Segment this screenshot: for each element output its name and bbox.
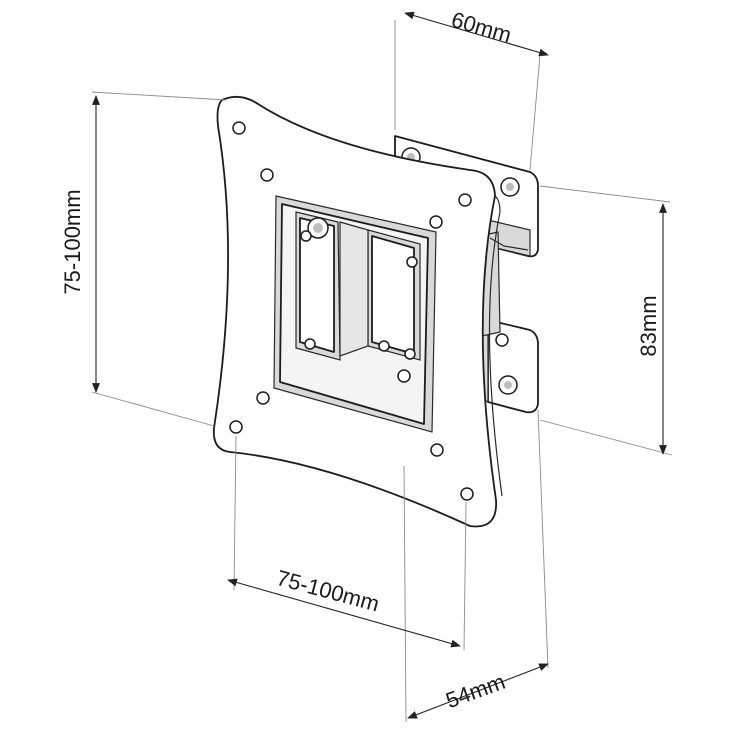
dimension-top-width: 60mm bbox=[449, 7, 515, 48]
vesa-plate bbox=[212, 95, 503, 528]
dimension-left-height: 75-100mm bbox=[60, 189, 85, 294]
dimension-right-height: 83mm bbox=[636, 295, 661, 356]
dimension-bottom-depth: 54mm bbox=[442, 669, 508, 713]
dimension-lines bbox=[92, 11, 667, 719]
